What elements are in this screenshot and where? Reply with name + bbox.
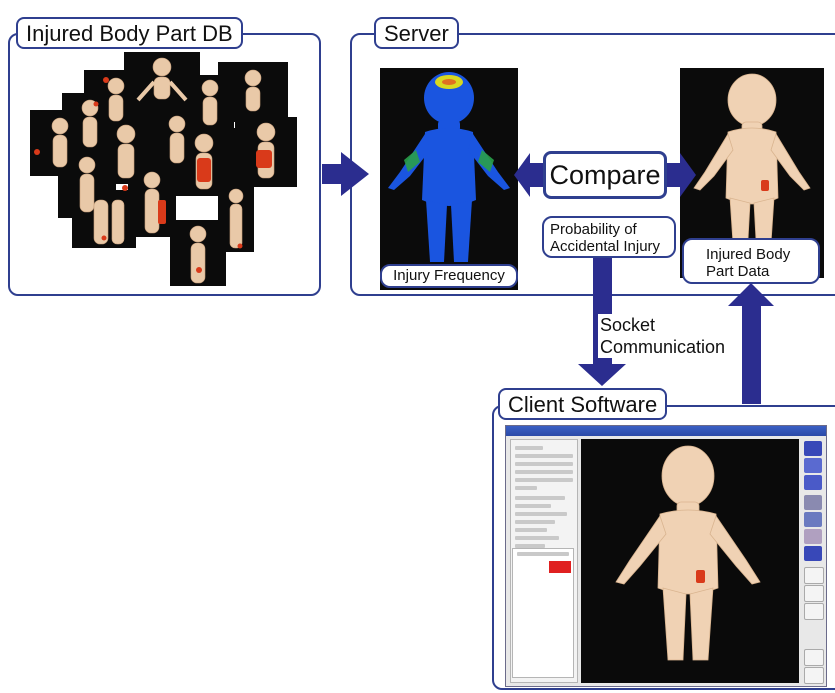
server-group-title: Server [374, 17, 459, 49]
probability-line2: Accidental Injury [550, 238, 661, 255]
thumb-figure [78, 156, 96, 213]
option-row [515, 486, 537, 490]
move-icon[interactable] [804, 512, 822, 527]
option-row [515, 520, 555, 524]
option-row [515, 512, 567, 516]
thumb-figure [93, 199, 125, 245]
app-titlebar [506, 426, 826, 436]
option-row [515, 470, 573, 474]
thumb-figure [244, 69, 262, 112]
compare-left-arrow [514, 153, 543, 197]
tool-button[interactable] [804, 603, 824, 620]
compare-right-arrow [667, 153, 696, 197]
injured-body-part-data-label: Injured Body Part Data [682, 238, 820, 284]
option-row [515, 536, 559, 540]
pen-icon[interactable] [804, 475, 822, 490]
injury-frequency-text: Injury Frequency [393, 267, 505, 284]
injured-data-line2: Part Data [706, 263, 770, 280]
option-row [515, 478, 573, 482]
thumb-figure [107, 77, 125, 122]
db-to-server-arrow [322, 152, 369, 196]
db-group-title: Injured Body Part DB [16, 17, 243, 49]
app-toolbar [802, 439, 824, 684]
socket-communication-label: Socket Communication [598, 314, 728, 358]
option-row [515, 496, 565, 500]
add-icon[interactable] [804, 441, 822, 456]
thumb-figure [136, 57, 188, 102]
layer-icon[interactable] [804, 529, 822, 544]
tool-button[interactable] [804, 649, 824, 666]
option-row [515, 544, 545, 548]
tool-button[interactable] [804, 667, 824, 684]
probability-label: Probability of Accidental Injury [542, 216, 676, 258]
tool-button[interactable] [804, 567, 824, 584]
thumb-figure [168, 115, 186, 164]
option-row [515, 504, 551, 508]
probability-line1: Probability of [550, 221, 637, 238]
injured-data-line1: Injured Body [706, 246, 791, 263]
thumb-figure [51, 117, 69, 168]
option-row [515, 528, 547, 532]
app-result-list [512, 548, 574, 678]
probability-swatch [549, 561, 571, 573]
compare-box: Compare [543, 151, 667, 199]
socket-up-arrow [728, 283, 774, 404]
list-header [517, 552, 569, 556]
injury-frequency-label: Injury Frequency [380, 264, 518, 288]
tool-button[interactable] [804, 585, 824, 602]
option-row [515, 446, 543, 450]
thumb-figure [116, 124, 136, 179]
client-group-title: Client Software [498, 388, 668, 420]
thumb-figure [228, 188, 244, 249]
option-row [515, 454, 573, 458]
thumb-figure [189, 225, 207, 284]
option-row [515, 462, 573, 466]
help-icon[interactable] [804, 546, 822, 561]
zoom-icon[interactable] [804, 495, 822, 510]
rotate-icon[interactable] [804, 458, 822, 473]
thumb-figure [201, 79, 219, 126]
socket-line1: Socket [600, 315, 656, 335]
socket-line2: Communication [600, 337, 726, 357]
